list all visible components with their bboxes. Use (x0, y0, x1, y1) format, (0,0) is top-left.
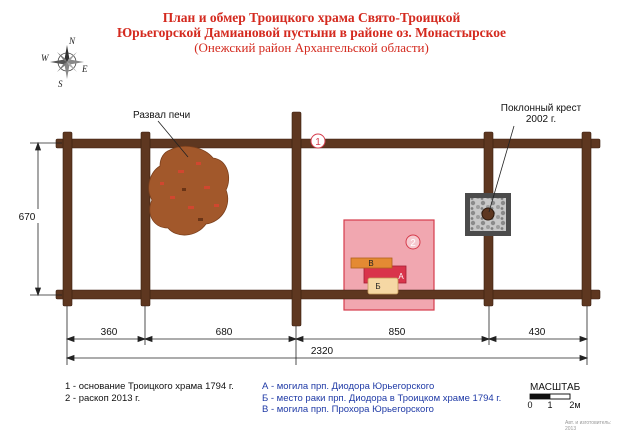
cross-leader-line (488, 125, 515, 213)
stove-leader-line (157, 120, 189, 158)
credit-text: Авт. и изготовитель: 2013 (565, 420, 612, 432)
scale-bar: 0 1 2м (527, 393, 581, 410)
legend-item-1: 1 - основание Троицкого храма 1794 г. (65, 381, 234, 392)
stove-rubble (148, 145, 230, 236)
marker-2: 2 (405, 234, 421, 250)
compass-s-label: S (58, 79, 63, 89)
compass-rose: N E S W (41, 36, 88, 89)
scale-title: МАСШТАБ (530, 382, 581, 393)
memorial-cross (465, 193, 511, 236)
dimension-seg2-label: 680 (216, 327, 233, 338)
grave-a-label: А (398, 272, 404, 281)
marker-1-label: 1 (315, 137, 321, 148)
grave-b: Б (367, 277, 399, 295)
dimension-total-label: 2320 (311, 346, 334, 357)
compass-e-label: E (81, 64, 88, 74)
compass-n-label: N (68, 36, 76, 46)
legend-right: А - могила прп. Диодора Юрьегорского Б -… (262, 381, 501, 416)
title-line-2: Юрьегорской Дамиановой пустыни в районе … (116, 25, 507, 40)
log-walls (55, 111, 601, 327)
legend-item-2: 2 - раскоп 2013 г. (65, 392, 141, 404)
cross-label-line2: 2002 г. (526, 114, 556, 125)
dimension-seg4-label: 430 (529, 327, 546, 338)
title-line-3: (Онежский район Архангельской области) (194, 40, 429, 55)
scale-tick-0: 0 (527, 400, 532, 410)
grave-v-label: В (368, 259, 373, 268)
legend-item-a: А - могила прп. Диодора Юрьегорского (262, 381, 435, 392)
dimension-seg3-label: 850 (389, 327, 406, 338)
grave-v: В (350, 257, 393, 269)
stove-label: Развал печи (133, 110, 190, 121)
dimension-seg1-label: 360 (101, 327, 118, 338)
dimension-segments (65, 306, 589, 365)
legend-item-b: Б - место раки прп. Диодора в Троицком х… (262, 392, 502, 404)
cross-label-line1: Поклонный крест (501, 103, 582, 114)
scale-tick-1: 1 (547, 400, 552, 410)
legend-item-v: В - могила прп. Прохора Юрьегорского (262, 404, 434, 415)
grave-b-label: Б (375, 282, 380, 291)
marker-1: 1 (310, 133, 326, 149)
title-line-1: План и обмер Троицкого храма Свято-Троиц… (162, 10, 461, 25)
legend-left: 1 - основание Троицкого храма 1794 г. 2 … (65, 381, 234, 404)
marker-2-label: 2 (410, 238, 416, 249)
dimension-height-label: 670 (19, 212, 36, 223)
scale-tick-2: 2м (569, 400, 580, 410)
compass-w-label: W (41, 53, 50, 63)
